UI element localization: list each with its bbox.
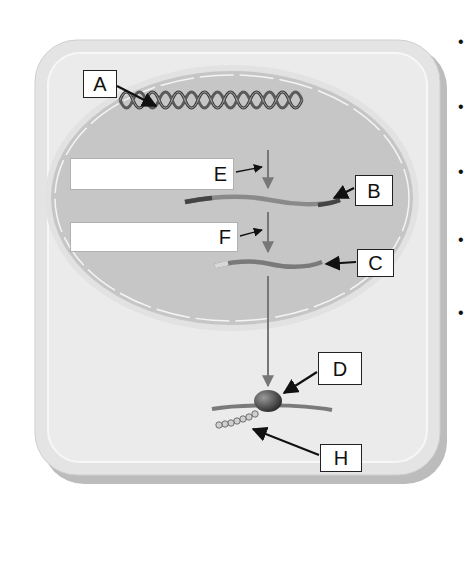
callout-letter-text: E [214,163,227,185]
callout-letter: H [320,444,362,472]
callout-letter: D [318,352,362,385]
mrna-end [185,198,212,202]
ribosome [254,390,282,412]
callout-letter-text: D [333,358,347,380]
leader-arrow [240,230,262,236]
pre-mrna [185,197,340,204]
dna-strand [120,92,302,108]
callout-letter-text: F [219,226,231,248]
polypeptide [216,411,258,428]
amino-acid [234,418,240,424]
answer-box: E [70,158,234,190]
leader-arrow [284,372,317,393]
cytoplasm [48,53,427,462]
mature-mrna [215,262,322,267]
callout-letter-text: H [334,447,348,469]
bullet-mark: • [458,34,464,50]
amino-acid [222,421,228,427]
process-arrow [267,150,269,188]
cell-shadow [42,46,447,484]
amino-acid [246,414,252,420]
callout-letter: A [83,70,117,98]
bullet-mark: • [458,99,464,115]
leader-arrow [326,262,356,264]
process-arrow [267,276,269,386]
callout-letter-text: C [368,252,382,274]
leader-arrow [334,188,354,198]
dna-highlight [120,92,302,108]
callout-letter-text: B [367,180,380,202]
amino-acid [240,416,246,422]
amino-acid [228,420,234,426]
bullet-mark: • [458,164,464,180]
leader-arrow [253,429,319,455]
amino-acid [216,422,222,428]
nuclear-envelope [55,75,409,321]
callout-letter: B [355,175,393,206]
bullet-mark: • [458,232,464,248]
amino-acid [252,411,258,417]
nucleus [48,68,416,328]
mrna-end [318,200,340,205]
leader-arrow [117,86,156,106]
callout-letter: C [357,249,394,277]
bullet-mark: • [458,305,464,321]
dna-strand [120,92,302,108]
cell-membrane [35,40,440,475]
mrna-cap [215,263,228,266]
callout-letter-text: A [93,73,106,95]
answer-box: F [70,222,238,252]
leader-arrow [236,167,262,172]
process-arrow [267,212,269,252]
